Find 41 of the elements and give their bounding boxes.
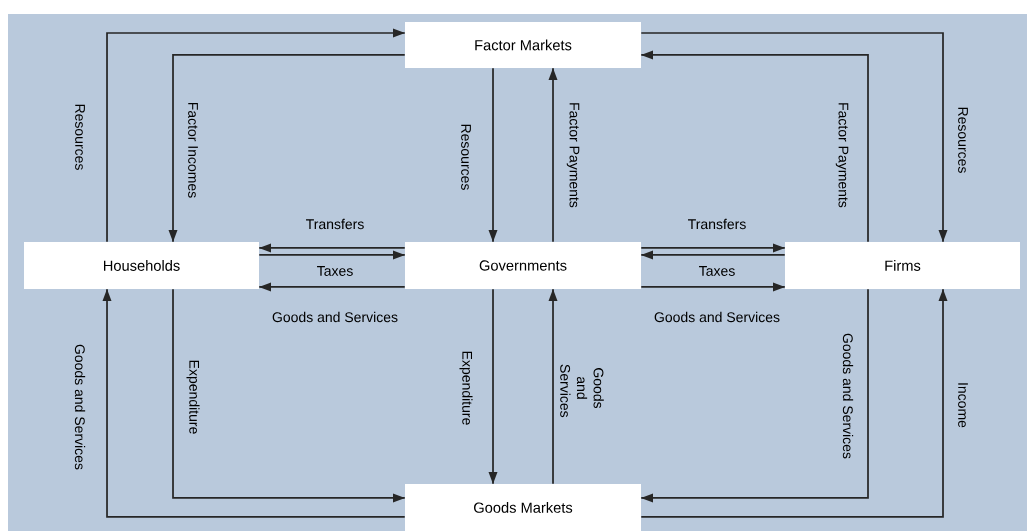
arrow — [548, 67, 558, 243]
edge-label: Income — [958, 383, 968, 428]
arrow — [548, 288, 558, 485]
arrow — [640, 288, 869, 503]
edge-label: Transfers — [306, 218, 364, 230]
arrow — [168, 54, 406, 243]
edge-label: Goods and Services — [654, 311, 780, 323]
edge-label: Goods and Services — [560, 364, 604, 418]
arrow — [640, 250, 786, 260]
arrow — [640, 50, 869, 243]
edge-label: Resources — [958, 107, 968, 173]
arrow — [258, 243, 406, 253]
market-box: Households — [24, 242, 259, 289]
edge-label: Factor Payments — [566, 103, 580, 208]
edge-label: Resources — [75, 104, 85, 170]
arrow — [640, 288, 948, 518]
arrow — [106, 28, 406, 243]
edge-label: Factor Incomes — [188, 102, 198, 198]
market-box: Factor Markets — [405, 22, 641, 68]
edge-label: Goods and Services — [74, 344, 86, 470]
edge-label: Factor Payments — [835, 103, 849, 208]
edge-label: Goods and Services — [272, 311, 398, 323]
edge-label: Expenditure — [186, 360, 200, 434]
arrow — [102, 288, 406, 518]
edge-label: Taxes — [317, 266, 353, 276]
edge-label: Taxes — [699, 266, 735, 276]
market-box: Governments — [405, 242, 641, 289]
market-box: Goods Markets — [405, 484, 641, 531]
edge-label: Expenditure — [459, 351, 473, 425]
arrow — [258, 250, 406, 260]
arrow — [640, 282, 786, 292]
arrow — [488, 288, 498, 485]
market-box: Firms — [785, 242, 1020, 289]
arrow — [640, 243, 786, 253]
edge-label: Resources — [461, 124, 471, 190]
arrow — [640, 32, 948, 243]
edge-label: Transfers — [688, 218, 746, 230]
arrow — [172, 288, 406, 503]
arrow — [258, 282, 406, 292]
edge-label: Goods and Services — [842, 333, 854, 459]
arrow — [488, 67, 498, 243]
